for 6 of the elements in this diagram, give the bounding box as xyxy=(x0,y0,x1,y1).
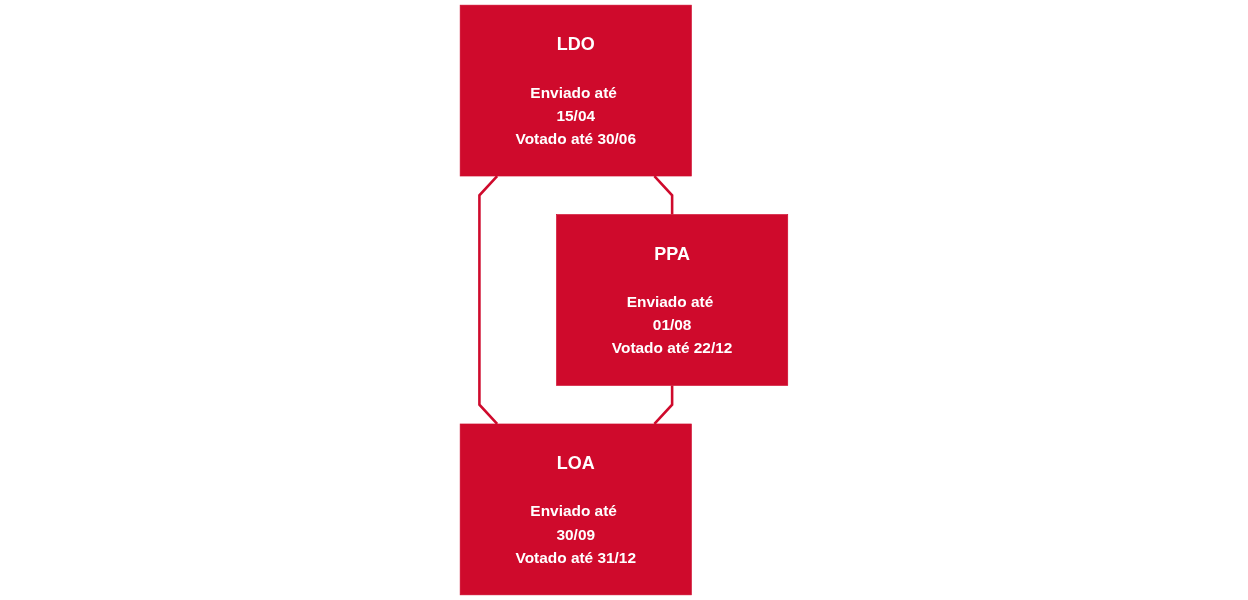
node-box: LOA Enviado até 30/09 Votado até 31/12 xyxy=(459,423,692,596)
connector xyxy=(653,175,674,215)
connector xyxy=(478,175,499,425)
node-box: PPA Enviado até 01/08 Votado até 22/12 xyxy=(556,214,789,386)
connector xyxy=(653,385,674,425)
node-box: LDO Enviado até 15/04 Votado até 30/06 xyxy=(459,4,692,177)
